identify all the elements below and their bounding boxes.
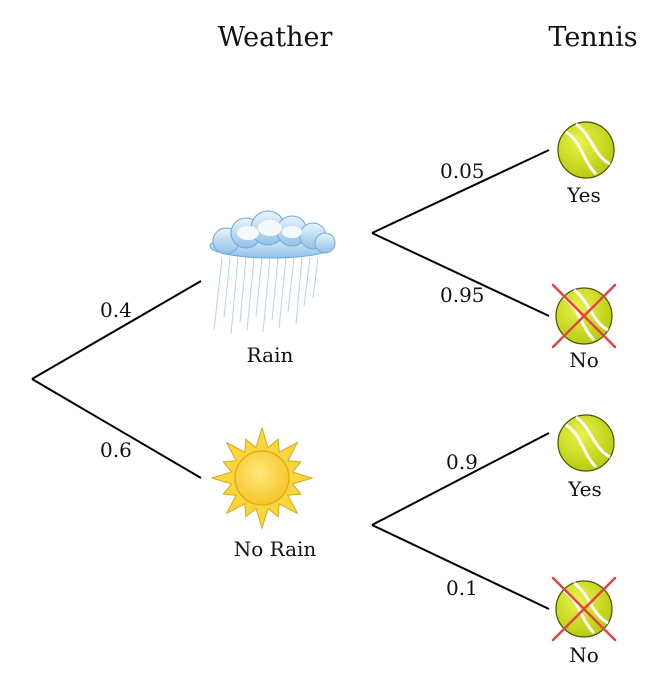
norain-no-label: No xyxy=(569,643,599,667)
branch-norain-yes xyxy=(371,432,550,526)
rain-no-label: No xyxy=(569,348,599,372)
rain-cloud-icon xyxy=(209,210,336,335)
branch-rain-no xyxy=(371,232,550,317)
rain-no-probability: 0.95 xyxy=(440,283,485,307)
branch-norain-no xyxy=(371,524,550,610)
red-cross-icon xyxy=(551,283,617,349)
rain-node-label: Rain xyxy=(247,343,294,367)
tennis-ball-icon xyxy=(557,121,615,179)
rain-yes-label: Yes xyxy=(566,183,601,207)
tennis-header: Tennis xyxy=(548,22,637,53)
red-cross-icon xyxy=(551,576,617,642)
branch-root-rain xyxy=(31,280,202,380)
no-rain-probability: 0.6 xyxy=(100,438,132,462)
norain-no-probability: 0.1 xyxy=(446,576,478,600)
sun-icon xyxy=(210,426,314,530)
branch-rain-yes xyxy=(371,149,550,234)
weather-header: Weather xyxy=(218,22,333,53)
rain-yes-probability: 0.05 xyxy=(440,159,485,183)
norain-yes-label: Yes xyxy=(567,477,602,501)
norain-yes-probability: 0.9 xyxy=(446,450,478,474)
tennis-ball-icon xyxy=(557,414,615,472)
branch-root-no-rain xyxy=(31,378,202,479)
no-rain-node-label: No Rain xyxy=(234,537,317,561)
rain-probability: 0.4 xyxy=(100,298,132,322)
